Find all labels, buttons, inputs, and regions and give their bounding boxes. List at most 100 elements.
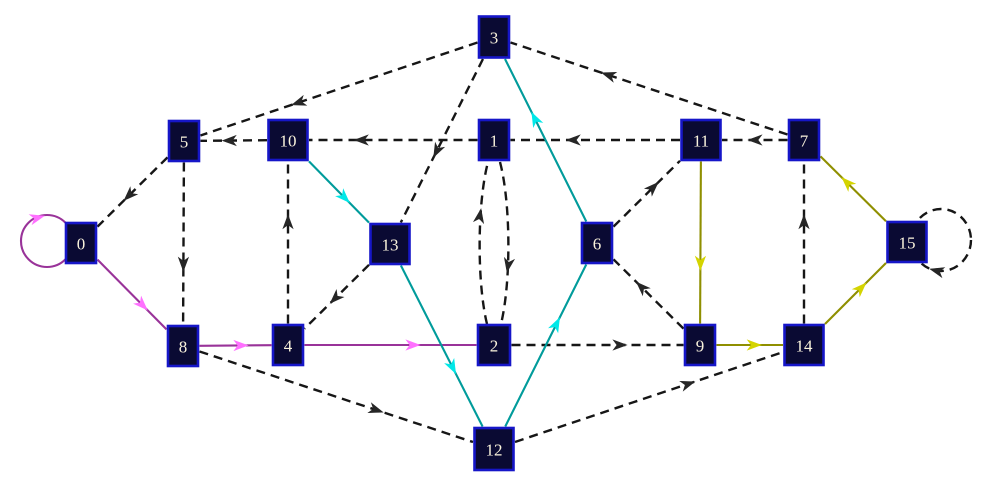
node-box-7 (787, 118, 821, 162)
graph-node-7: 7 (787, 118, 821, 162)
arrowhead-4-10 (282, 214, 294, 230)
node-box-6 (580, 221, 614, 265)
arrowhead-9-6 (635, 281, 651, 297)
arrowhead-7-3 (601, 72, 618, 83)
node-label-6: 6 (593, 235, 602, 254)
graph-node-12: 12 (473, 426, 515, 472)
node-label-8: 8 (179, 338, 188, 357)
node-box-9 (683, 323, 717, 367)
node-box-2 (476, 323, 512, 367)
node-box-8 (166, 324, 200, 368)
node-label-15: 15 (899, 234, 916, 253)
graph-node-3: 3 (477, 15, 511, 59)
graph-node-13: 13 (369, 222, 411, 266)
node-label-3: 3 (490, 29, 499, 48)
edge-0-8 (96, 258, 168, 331)
graph-node-1: 1 (477, 118, 511, 162)
node-box-10 (267, 118, 309, 162)
node-label-11: 11 (693, 132, 709, 151)
arrowhead-8-12 (367, 402, 384, 413)
edge-10-5 (200, 139, 268, 143)
edge-12-6 (504, 264, 588, 427)
graph-node-14: 14 (783, 323, 825, 367)
node-box-4 (271, 323, 305, 367)
node-box-3 (477, 15, 511, 59)
arrowhead-6-11 (643, 181, 659, 197)
arrowhead-1-2 (503, 256, 516, 273)
arrowhead-11-9 (694, 255, 707, 271)
arrowhead-1-10 (353, 134, 369, 146)
arrowhead-8-4 (233, 339, 249, 352)
arrowhead-3-5 (291, 94, 308, 106)
graph-node-2: 2 (476, 323, 512, 367)
edge-1-2 (498, 161, 510, 325)
arrowhead-11-1 (565, 134, 581, 146)
arrowhead-9-14 (746, 339, 762, 351)
arrowhead-10-5 (221, 134, 237, 147)
arrowhead-12-14 (679, 380, 696, 392)
edge-8-4 (199, 344, 272, 347)
edge-14-15 (824, 262, 887, 325)
graph-node-5: 5 (167, 119, 201, 163)
node-box-14 (783, 323, 825, 367)
graph-node-6: 6 (580, 221, 614, 265)
node-box-0 (64, 221, 98, 265)
arrowhead-13-4 (329, 289, 345, 304)
arrowhead-13-12 (444, 358, 457, 375)
edge-9-6 (612, 258, 685, 330)
node-label-7: 7 (800, 132, 809, 151)
edge-5-0 (96, 156, 169, 228)
edge-11-9 (699, 161, 702, 324)
arrowhead-14-15 (851, 282, 867, 298)
arrowhead-0-8 (133, 295, 148, 311)
arrowhead-2-9 (612, 339, 628, 351)
graph-node-9: 9 (683, 323, 717, 367)
node-label-12: 12 (486, 441, 503, 460)
node-label-5: 5 (180, 133, 189, 152)
edge-6-11 (612, 159, 681, 228)
edge-12-14 (514, 350, 784, 444)
arrowhead-2-1 (472, 208, 485, 225)
arrowhead-12-6 (548, 317, 560, 334)
node-label-13: 13 (382, 236, 399, 255)
graph-node-0: 0 (64, 221, 98, 265)
graph-node-8: 8 (166, 324, 200, 368)
node-box-1 (477, 118, 511, 162)
arrowhead-6-3 (531, 111, 544, 128)
node-box-15 (886, 220, 928, 264)
edge-6-3 (504, 58, 588, 222)
edge-13-12 (399, 265, 484, 427)
node-box-5 (167, 119, 201, 163)
arrowhead-3-13 (433, 141, 446, 158)
node-box-12 (473, 426, 515, 472)
arrowhead-15-7 (841, 177, 857, 192)
edge-5-8 (181, 162, 186, 325)
graph-node-15: 15 (886, 220, 928, 264)
node-label-14: 14 (796, 337, 814, 356)
edge-3-5 (200, 41, 478, 137)
arrowhead-10-13 (335, 188, 350, 204)
edge-7-3 (510, 41, 788, 136)
arrowhead-5-8 (177, 256, 190, 272)
node-label-2: 2 (490, 337, 499, 356)
arrowhead-loop-15 (929, 267, 946, 279)
graph-node-11: 11 (680, 118, 722, 162)
edge-15-7 (819, 155, 887, 222)
node-box-11 (680, 118, 722, 162)
edge-8-12 (199, 350, 474, 444)
node-label-4: 4 (284, 337, 293, 356)
arrowhead-5-0 (123, 186, 139, 201)
graph-node-4: 4 (271, 323, 305, 367)
arrowhead-4-2 (405, 339, 421, 351)
arrowhead-7-11 (747, 134, 763, 146)
node-label-0: 0 (77, 235, 86, 254)
node-label-10: 10 (280, 132, 297, 151)
graph-node-10: 10 (267, 118, 309, 162)
node-label-1: 1 (490, 132, 499, 151)
node-box-13 (369, 222, 411, 266)
edge-2-1 (478, 161, 490, 325)
edge-10-13 (308, 160, 370, 224)
arrowhead-14-7 (798, 214, 810, 230)
